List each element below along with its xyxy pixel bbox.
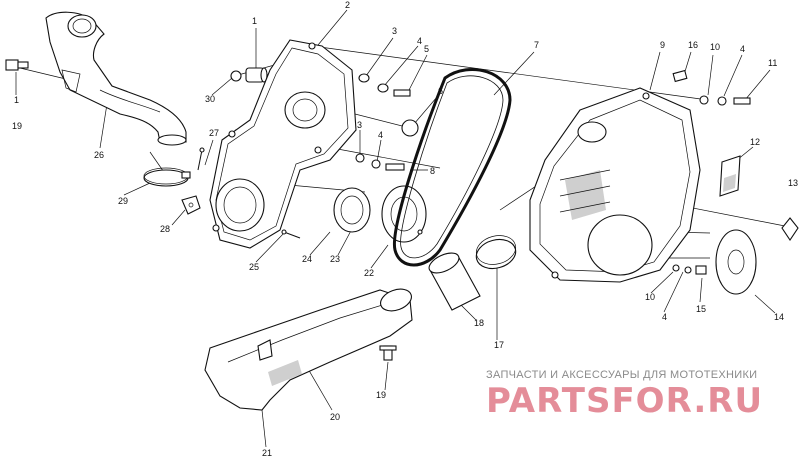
callout-4: 4	[417, 36, 422, 46]
watermark-brand: PARTSFOR.RU	[486, 381, 763, 421]
callout-17: 17	[494, 340, 504, 350]
callout-2: 2	[345, 0, 350, 10]
hardware-right-lower	[672, 264, 707, 275]
callout-24: 24	[302, 254, 312, 264]
callout-14: 14	[774, 312, 784, 322]
callout-21: 21	[262, 448, 272, 458]
hose-clamp-29	[143, 167, 191, 187]
callout-23: 23	[330, 254, 340, 264]
callout-9: 9	[660, 40, 665, 50]
watermark: ЗАПЧАСТИ И АКСЕССУАРЫ ДЛЯ МОТОТЕХНИКИ PA…	[486, 369, 763, 421]
callout-25: 25	[249, 262, 259, 272]
seal-23	[333, 187, 371, 233]
callout-15: 15	[696, 304, 706, 314]
callout-19: 19	[376, 390, 386, 400]
callout-1: 1	[14, 95, 19, 105]
disc-14	[715, 229, 757, 295]
bracket-28	[181, 195, 201, 215]
spacer-30	[230, 70, 242, 82]
callout-12: 12	[750, 137, 760, 147]
callout-7: 7	[534, 40, 539, 50]
flange-22	[381, 185, 427, 243]
callout-26: 26	[94, 150, 104, 160]
callout-29: 29	[118, 196, 128, 206]
callout-4: 4	[378, 130, 383, 140]
inner-cover-2	[209, 39, 357, 249]
callout-27: 27	[209, 128, 219, 138]
decal-12	[719, 155, 741, 197]
callout-labels: 1 2 3 4 5 6 7 3 4 8 9 16 10 4 11 12 13 1…	[12, 0, 798, 458]
intake-duct	[45, 11, 187, 146]
callout-5: 5	[424, 44, 429, 54]
callout-6: 6	[438, 86, 443, 96]
callout-28: 28	[160, 224, 170, 234]
callout-1: 1	[252, 16, 257, 26]
decal-16	[672, 69, 688, 83]
callout-13: 13	[788, 178, 798, 188]
callout-3: 3	[392, 26, 397, 36]
sleeve-18	[428, 252, 481, 311]
watermark-tagline: ЗАПЧАСТИ И АКСЕССУАРЫ ДЛЯ МОТОТЕХНИКИ	[486, 369, 757, 381]
drive-belt-7	[392, 68, 512, 267]
clamp-17	[475, 235, 517, 270]
callout-20: 20	[330, 412, 340, 422]
screw-25	[281, 229, 301, 239]
callout-10: 10	[645, 292, 655, 302]
callout-19: 19	[12, 121, 22, 131]
bolt-19-upper	[5, 59, 29, 71]
callout-3: 3	[357, 120, 362, 130]
callout-4: 4	[740, 44, 745, 54]
callout-10: 10	[710, 42, 720, 52]
bushing-1	[245, 67, 268, 83]
callout-8: 8	[430, 166, 435, 176]
decal-13	[781, 217, 799, 241]
callout-22: 22	[364, 268, 374, 278]
hardware-right-top	[699, 95, 751, 106]
callout-16: 16	[688, 40, 698, 50]
callout-4: 4	[662, 312, 667, 322]
bolt-19-lower	[379, 345, 397, 361]
outer-cover-9	[529, 87, 701, 283]
pin-27	[197, 147, 205, 171]
callout-11: 11	[768, 58, 777, 68]
lower-duct	[204, 288, 413, 411]
callout-30: 30	[205, 94, 215, 104]
callout-18: 18	[474, 318, 484, 328]
washers-bolts	[355, 73, 419, 171]
